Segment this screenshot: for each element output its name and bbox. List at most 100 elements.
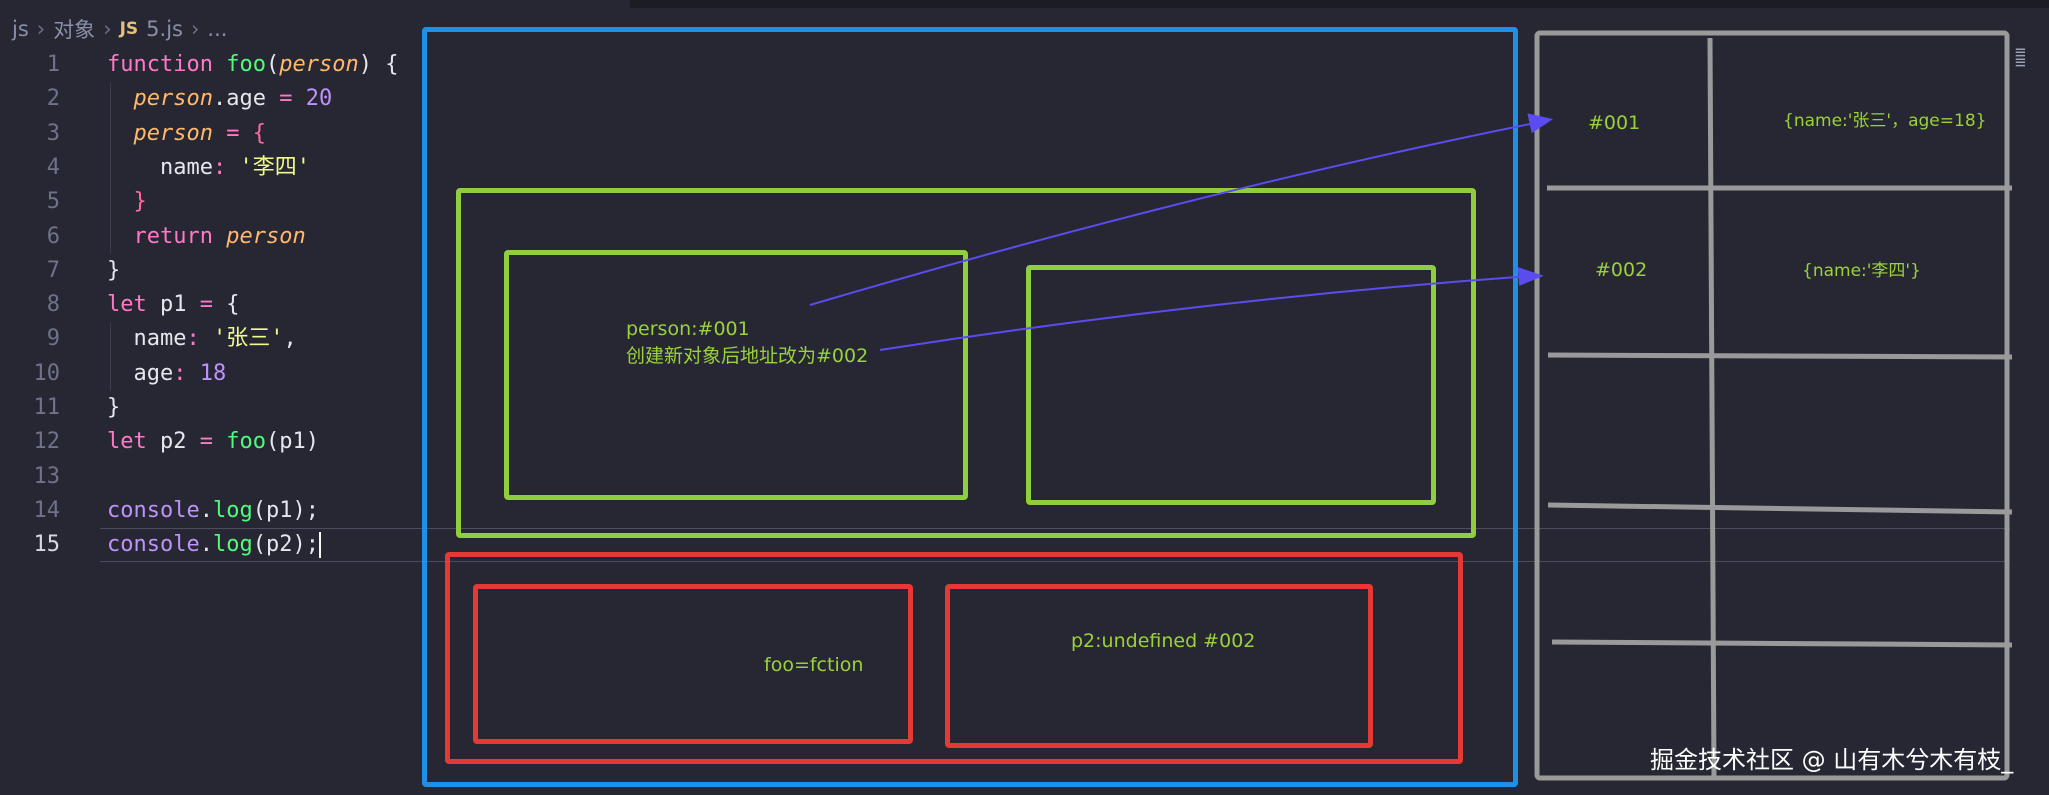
indent-guide xyxy=(110,322,111,391)
code-line[interactable]: 9 name: '张三', xyxy=(0,322,420,356)
code-token: : xyxy=(212,154,227,180)
code-line[interactable]: 13 xyxy=(0,460,420,494)
code-text: person = { xyxy=(107,117,266,151)
heap-row-divider xyxy=(1551,639,2013,648)
breadcrumb-more[interactable]: ... xyxy=(207,17,228,41)
code-line[interactable]: 5 } xyxy=(0,185,420,219)
code-line[interactable]: 11} xyxy=(0,391,420,425)
line-number: 3 xyxy=(46,120,60,146)
text-cursor xyxy=(318,532,321,559)
code-token: . xyxy=(199,497,213,523)
code-token: function xyxy=(107,52,227,77)
code-line[interactable]: 8 let p1 = { xyxy=(0,288,420,322)
code-line[interactable]: 6 return person xyxy=(0,220,420,254)
code-line[interactable]: 3 person = { xyxy=(0,117,420,151)
line-number: 1 xyxy=(46,52,60,77)
top-strip xyxy=(630,0,2049,8)
code-text: return person xyxy=(107,220,306,254)
foo-slot-box xyxy=(473,584,913,744)
line-number: 11 xyxy=(33,395,61,420)
code-token: person xyxy=(133,120,213,146)
breadcrumb-subfolder[interactable]: 对象 xyxy=(53,18,96,42)
heap-address-001: #001 xyxy=(1588,112,1641,134)
code-token: age xyxy=(107,360,174,386)
code-token: '张三' xyxy=(199,326,284,352)
watermark: 掘金技术社区 @ 山有木兮木有枝_ xyxy=(1650,746,2014,774)
foo-value-label: foo=fction xyxy=(764,654,864,676)
code-line[interactable]: 14 console.log(p1); xyxy=(0,494,420,528)
line-number: 14 xyxy=(33,497,61,523)
code-token: log xyxy=(212,532,253,558)
code-token: let xyxy=(107,429,160,455)
code-token: console xyxy=(107,497,200,523)
code-token: let xyxy=(107,292,160,318)
code-token: person xyxy=(279,52,359,77)
arrow-to-001 xyxy=(809,121,1541,306)
code-line[interactable]: 10 age: 18 xyxy=(0,357,420,391)
code-text: let p1 = { xyxy=(107,288,239,322)
line-number: 13 xyxy=(33,463,61,489)
params-box xyxy=(504,250,968,500)
code-token: { xyxy=(252,120,266,146)
new-object-box xyxy=(1026,265,1436,505)
code-token: , xyxy=(283,326,297,352)
code-token: 20 xyxy=(292,86,333,112)
p2-slot-box xyxy=(945,584,1373,748)
code-text: } xyxy=(107,391,120,425)
code-text: let p2 = foo(p1) xyxy=(107,425,319,459)
code-token: name xyxy=(107,154,213,180)
person-address-label: person:#001 xyxy=(626,318,750,340)
line-number: 8 xyxy=(46,292,60,318)
code-token: : xyxy=(186,326,200,352)
heap-row-divider xyxy=(1547,502,2013,515)
code-line[interactable]: 1 function foo(person) { xyxy=(0,48,420,82)
code-text: } xyxy=(107,185,147,219)
code-token: foo xyxy=(226,52,266,77)
code-token: } xyxy=(133,189,147,215)
code-line[interactable]: 12 let p2 = foo(p1) xyxy=(0,425,420,459)
code-text: console.log(p2); xyxy=(107,528,321,562)
code-token: (p2); xyxy=(252,532,319,558)
current-line-highlight xyxy=(100,528,2010,562)
line-number: 10 xyxy=(33,360,61,386)
code-token: return xyxy=(133,223,227,249)
code-token: = xyxy=(199,429,213,455)
heap-address-002: #002 xyxy=(1595,259,1648,281)
code-token: (p1) xyxy=(265,429,319,455)
arrowhead-icon xyxy=(1527,113,1554,134)
breadcrumb-file[interactable]: 5.js xyxy=(146,17,183,41)
code-token: person xyxy=(133,86,213,112)
line-number: 4 xyxy=(46,154,60,180)
code-token: (p1); xyxy=(252,497,319,523)
code-token: = xyxy=(279,86,293,112)
code-token: log xyxy=(212,497,253,523)
heap-value-002: {name:'李四'} xyxy=(1802,261,1921,281)
code-line[interactable]: 7} xyxy=(0,254,420,288)
heap-table-border xyxy=(1534,30,2010,781)
line-number: 7 xyxy=(46,257,60,283)
arrow-to-002 xyxy=(879,275,1531,351)
code-token: name xyxy=(107,326,187,352)
code-text: function foo(person) { xyxy=(107,48,398,82)
line-number: 9 xyxy=(46,326,60,352)
execution-context-frame xyxy=(422,27,1518,787)
code-text: person.age = 20 xyxy=(107,82,333,116)
code-token: foo xyxy=(212,429,266,455)
code-token: } xyxy=(107,257,121,283)
chevron-right-icon: › xyxy=(190,17,200,41)
code-token: p1 xyxy=(159,292,200,318)
code-token: . xyxy=(199,532,213,558)
p2-value-label: p2:undefined #002 xyxy=(1071,630,1256,652)
chevron-right-icon: › xyxy=(103,17,112,41)
code-token: .age xyxy=(212,86,280,112)
line-number: 12 xyxy=(33,429,61,455)
breadcrumb-folder[interactable]: js xyxy=(12,17,29,41)
minimap-icon[interactable]: ≡≡ xyxy=(2015,42,2026,73)
code-line[interactable]: 2 person.age = 20 xyxy=(0,82,420,116)
code-line[interactable]: 4 name: '李四' xyxy=(0,151,420,185)
code-token: ) { xyxy=(358,52,399,77)
code-token: 18 xyxy=(186,360,227,386)
code-token: ( xyxy=(265,52,280,77)
